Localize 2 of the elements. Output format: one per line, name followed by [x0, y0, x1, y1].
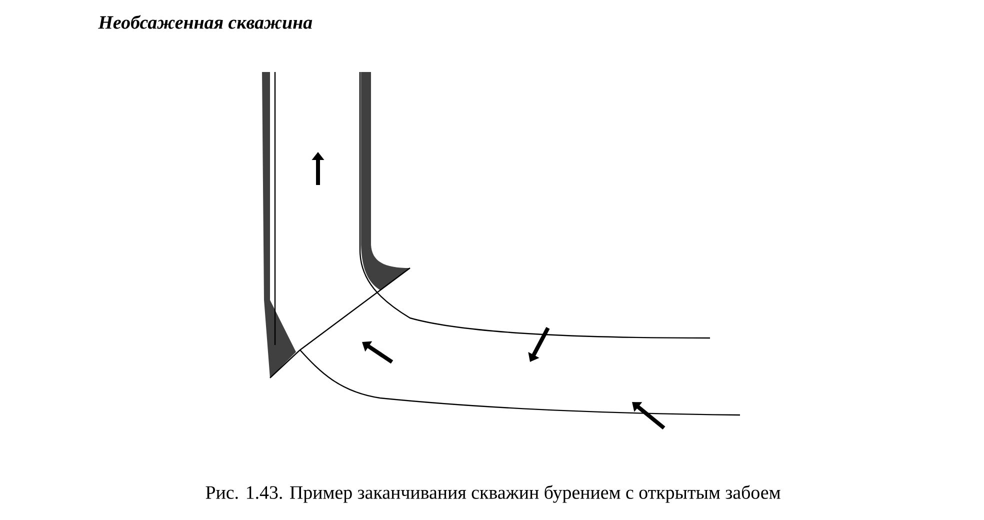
caption: Рис. 1.43. Пример заканчивания скважин бурением с открытым забоем: [206, 485, 780, 503]
title: Необсаженная скважина: [98, 15, 312, 29]
